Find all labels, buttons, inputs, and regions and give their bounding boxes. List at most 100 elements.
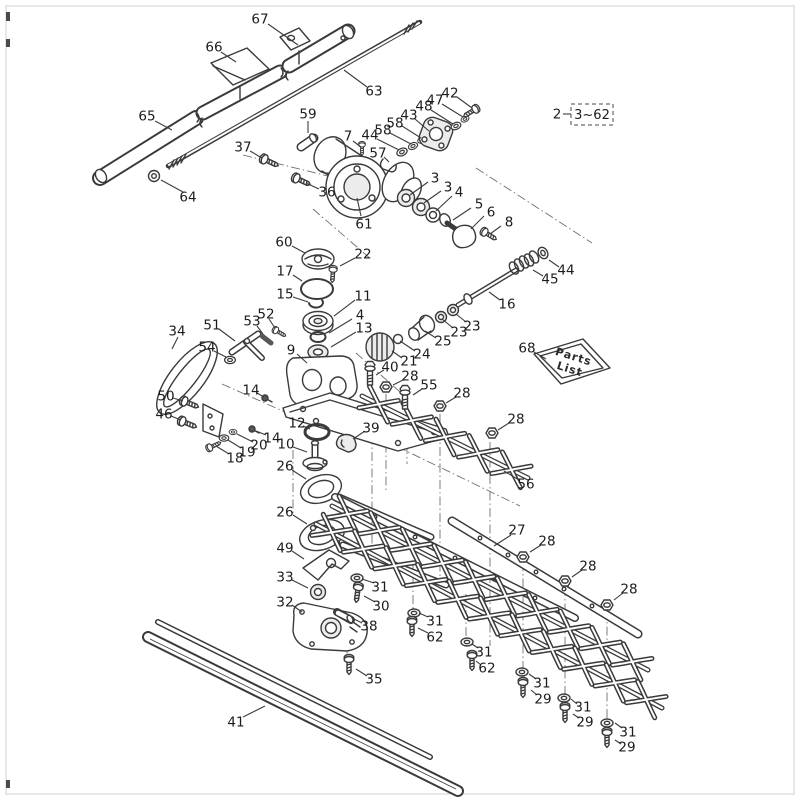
- part-number-label: 31: [533, 676, 550, 692]
- part-number-label: 28: [538, 534, 555, 550]
- washer-31: [407, 608, 421, 618]
- part-number-label: 28: [579, 559, 596, 575]
- part-number-label: 56: [517, 477, 534, 493]
- cover-6: [451, 224, 477, 249]
- screw-30: [350, 581, 365, 604]
- clamp-bar-27: [447, 516, 643, 639]
- blade-tooth: [579, 626, 622, 665]
- leader-line: [430, 109, 454, 125]
- blade-tooth: [342, 529, 384, 569]
- part-number-label: 10: [277, 437, 294, 453]
- part-number-label: 15: [276, 287, 293, 303]
- part-number-label: 47: [426, 93, 443, 109]
- page-frame: [5, 5, 795, 795]
- part-number-label: 12: [288, 416, 305, 432]
- leader-line: [355, 668, 368, 677]
- washer-31: [350, 573, 364, 583]
- part-number-label: 62: [426, 630, 443, 646]
- leader-line: [363, 595, 376, 603]
- leader-line: [242, 705, 266, 718]
- leader-line: [497, 422, 510, 431]
- clamp-39: [335, 433, 357, 453]
- pin-53: [259, 333, 274, 346]
- leader-line: [548, 259, 560, 268]
- part-number-label: 48: [415, 99, 432, 115]
- blade-tooth: [490, 450, 533, 489]
- blade-tooth: [357, 385, 400, 424]
- blade-tooth: [358, 511, 401, 550]
- leader-line: [614, 722, 623, 729]
- leader-line: [236, 433, 254, 443]
- leader-line: [170, 415, 182, 421]
- blade-tooth: [405, 563, 447, 602]
- leader-line: [452, 207, 472, 221]
- leader-line: [267, 23, 299, 46]
- sleeve-38: [333, 608, 355, 624]
- part-number-label: 8: [505, 215, 514, 231]
- leader-line: [391, 350, 403, 359]
- washer-31: [515, 667, 529, 677]
- blade-tooth: [373, 546, 416, 585]
- tube-stickers: [210, 27, 311, 100]
- clip-15: [308, 299, 324, 309]
- part-number-label: 24: [413, 347, 430, 363]
- leader-line: [532, 269, 544, 277]
- part-number-label: 11: [354, 289, 371, 305]
- washer-31: [600, 718, 614, 728]
- part-number-label: 30: [372, 599, 389, 615]
- clip-57: [379, 158, 397, 173]
- blade-tooth: [531, 630, 573, 669]
- handle-bracket: [202, 403, 224, 438]
- nut-28: [485, 427, 499, 439]
- leader-line: [409, 181, 429, 196]
- part-number-label: 29: [618, 740, 635, 756]
- ref-callout: 3~62: [570, 103, 614, 126]
- blade-tooth: [625, 680, 668, 719]
- part-number-label: 20: [250, 438, 267, 454]
- leader-line: [488, 291, 501, 301]
- leader-line: [435, 195, 453, 212]
- screw-29: [559, 701, 571, 724]
- part-number-label: 2: [553, 107, 562, 123]
- blade-tooth: [457, 434, 499, 473]
- part-number-label: 66: [205, 40, 222, 56]
- part-number-label: 40: [381, 360, 398, 376]
- bolt-36: [289, 171, 313, 190]
- part-number-label: 31: [574, 700, 591, 716]
- part-number-label: 6: [487, 205, 496, 221]
- leader-line: [489, 225, 502, 235]
- leader-line: [330, 331, 357, 348]
- screw-62: [406, 615, 418, 638]
- part-number-label: 43: [400, 108, 417, 124]
- leader-line: [302, 425, 311, 430]
- leader-line: [445, 396, 457, 404]
- washer-19: [218, 434, 230, 442]
- part-number-label: 26: [276, 505, 293, 521]
- nut-28: [433, 400, 447, 412]
- leader-line: [339, 257, 356, 267]
- blade-tooth: [436, 580, 479, 619]
- leader-line: [412, 388, 423, 396]
- part-number-label: 13: [355, 321, 372, 337]
- nut-28: [379, 381, 393, 393]
- fasteners: [333, 360, 614, 749]
- leader-line: [441, 103, 464, 118]
- leader-line: [268, 318, 276, 329]
- part-number-label: 31: [475, 645, 492, 661]
- sticker-66: [210, 47, 270, 86]
- leader-line: [455, 313, 467, 323]
- washer-31: [460, 637, 474, 647]
- part-number-label: 29: [534, 692, 551, 708]
- leader-line: [291, 469, 307, 480]
- leader-line: [291, 550, 305, 560]
- blade-tooth: [562, 647, 605, 686]
- cover-plate-32: [292, 602, 368, 652]
- part-number-label: 54: [198, 340, 215, 356]
- part-number-label: 3: [444, 180, 453, 196]
- leader-line: [343, 69, 368, 88]
- leader-line: [418, 612, 429, 618]
- leader-line: [218, 328, 236, 342]
- nut-28: [600, 599, 614, 611]
- part-number-label: 58: [374, 123, 391, 139]
- guide-rail-41: [142, 619, 464, 797]
